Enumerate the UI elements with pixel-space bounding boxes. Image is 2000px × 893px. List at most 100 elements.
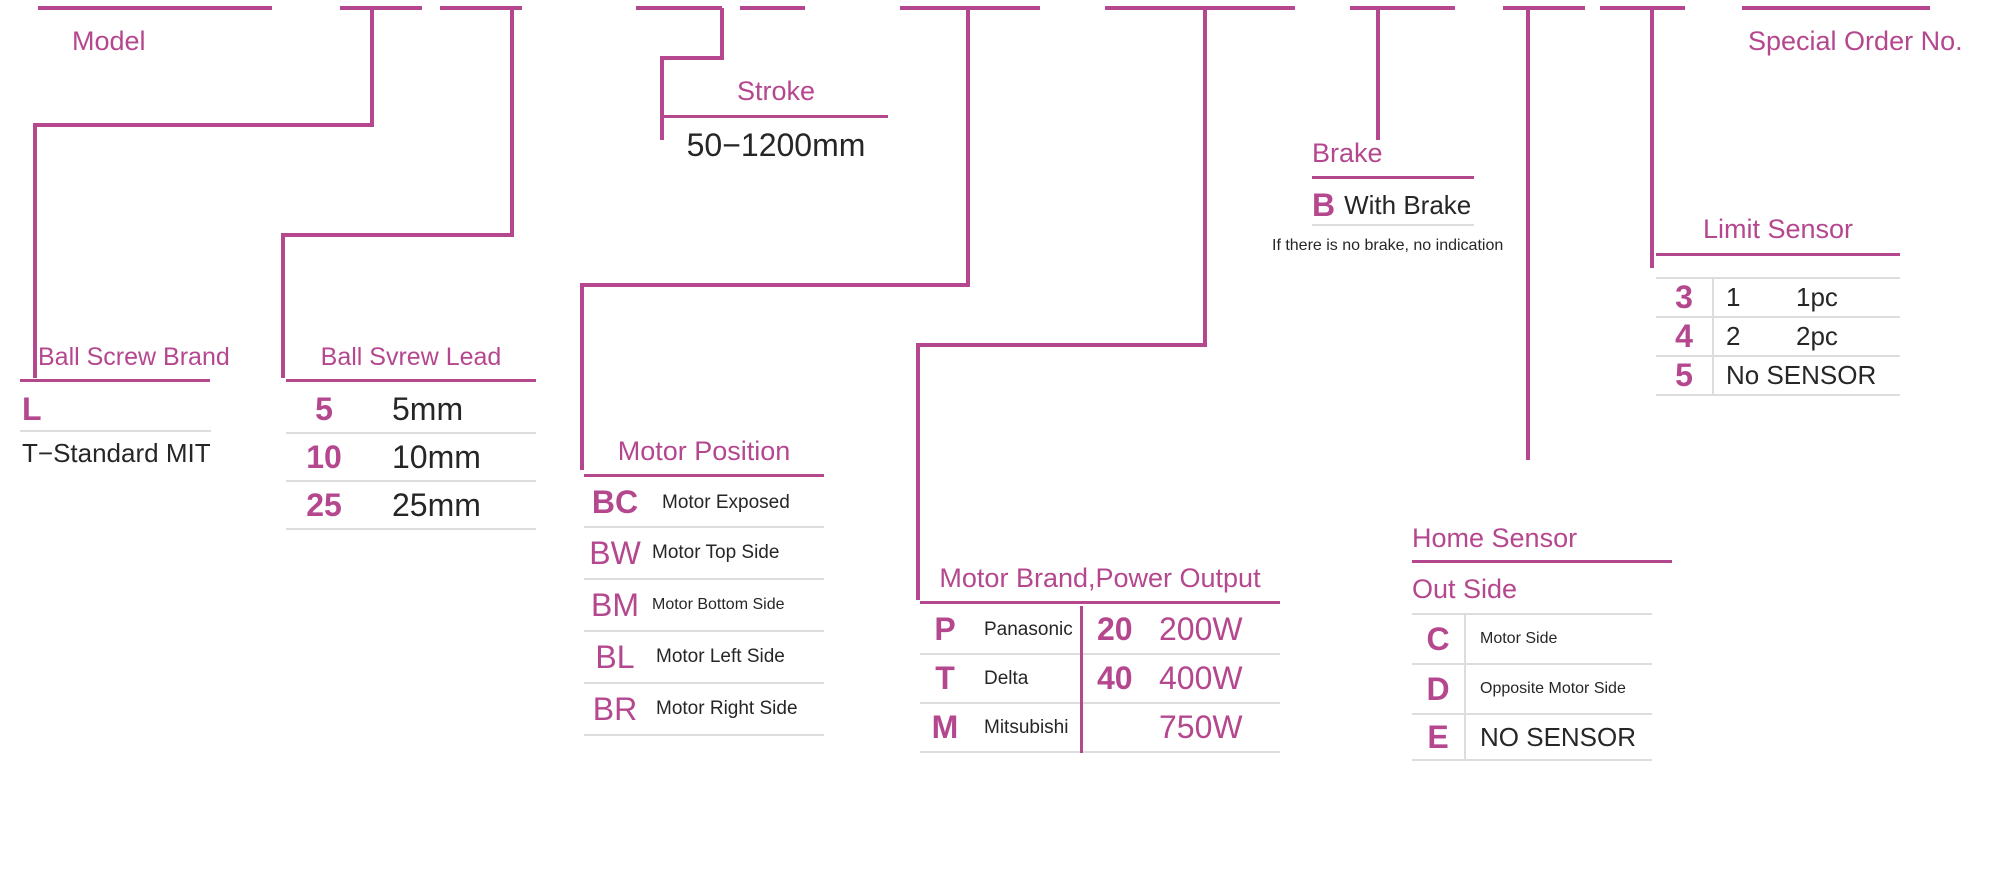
limit-desc-2: No SENSOR [1713,356,1900,396]
mp-code-1: BW [584,527,646,580]
lead-code-0: 5 [286,386,362,434]
stroke-header-rule [664,115,888,118]
limit-desc-0: 1pc [1782,277,1900,318]
section-stroke: Stroke 50−1200mm [664,78,888,164]
brake-title: Brake [1312,138,1383,168]
table-row: L [20,388,211,432]
table-row: BM Motor Bottom Side [584,579,824,632]
table-row: B With Brake [1312,187,1474,226]
mp-desc-4: Motor Right Side [646,683,824,736]
mp-desc-3: Motor Left Side [646,631,824,684]
motor-position-header-rule [584,474,824,477]
limit-qty-0: 1 [1713,277,1782,318]
special-order-title: Special Order No. [1748,26,1963,56]
ball-screw-brand-title: Ball Screw Brand [38,343,230,371]
section-motor-brand-power: Motor Brand,Power Output P Panasonic 20 … [920,565,1280,753]
lead-desc-0: 5mm [362,386,536,434]
table-row: M Mitsubishi 750W [920,703,1280,753]
table-row: T−Standard MIT [20,431,211,474]
limit-code-2: 5 [1656,356,1714,396]
hs-code-1: D [1412,664,1466,715]
mp-desc-2-power: 750W [1151,703,1280,753]
table-row: 10 10mm [286,433,536,482]
hs-code-2: E [1412,714,1466,761]
mp-code-0-power: 20 [1081,606,1151,655]
home-sensor-header-rule [1412,560,1672,563]
hs-desc-1: Opposite Motor Side [1465,664,1652,715]
brake-table: B With Brake [1312,187,1474,226]
motor-brand-power-title: Motor Brand,Power Output [939,563,1261,593]
mp-desc-1-power: 400W [1151,654,1280,704]
table-row: BR Motor Right Side [584,683,824,736]
table-row: BW Motor Top Side [584,527,824,580]
home-sensor-title: Home Sensor [1412,523,1578,553]
ball-screw-brand-header-rule [20,379,210,382]
section-ball-screw-lead: Ball Svrew Lead 5 5mm 10 10mm 25 25mm [286,345,536,530]
mp-code-0: BC [584,479,646,528]
mp-code-3: BL [584,631,646,684]
limit-sensor-title: Limit Sensor [1702,214,1854,244]
section-ball-screw-brand: Ball Screw Brand L T−Standard MIT [20,343,230,474]
section-brake: Brake B With Brake If there is no brake,… [1272,138,1503,255]
ball-screw-lead-header-rule [286,379,536,382]
mp-code-2: BM [584,579,646,632]
section-home-sensor: Home Sensor Out Side C Motor Side D Oppo… [1412,525,1672,761]
mb-code-1: T [920,654,970,704]
table-row: 4 2 2pc [1656,317,1900,357]
mp-desc-0-power: 200W [1151,606,1280,655]
mp-desc-1: Motor Top Side [646,527,824,580]
brand-code: L [20,388,211,432]
brake-note: If there is no brake, no indication [1272,237,1504,254]
model-title: Model [72,26,146,56]
mp-desc-2: Motor Bottom Side [646,579,824,632]
hs-desc-0: Motor Side [1465,613,1652,665]
motor-position-table: BC Motor Exposed BW Motor Top Side BM Mo… [584,479,824,736]
section-limit-sensor: Limit Sensor 3 1 1pc 4 2 2pc 5 No SENSOR [1656,216,1900,396]
limit-desc-1: 2pc [1782,317,1900,357]
lead-code-1: 10 [286,433,362,482]
motor-position-title: Motor Position [617,436,791,466]
table-row: 25 25mm [286,481,536,530]
mb-code-2: M [920,703,970,753]
table-row: 3 1 1pc [1656,277,1900,318]
ball-screw-brand-table: L T−Standard MIT [20,388,211,474]
limit-sensor-header-rule [1656,253,1900,256]
table-row: C Motor Side [1412,613,1652,665]
section-motor-position: Motor Position BC Motor Exposed BW Motor… [584,438,824,736]
ball-screw-lead-title: Ball Svrew Lead [320,343,502,371]
stroke-title: Stroke [736,76,816,106]
table-row: P Panasonic 20 200W [920,606,1280,655]
home-sensor-table: C Motor Side D Opposite Motor Side E NO … [1412,613,1652,761]
mp-code-4: BR [584,683,646,736]
section-special-order: Special Order No. [1748,28,1963,55]
lead-desc-2: 25mm [362,481,536,530]
table-row: T Delta 40 400W [920,654,1280,704]
mb-code-0: P [920,606,970,655]
ball-screw-lead-table: 5 5mm 10 10mm 25 25mm [286,386,536,530]
mp-desc-0: Motor Exposed [646,479,824,528]
stroke-value: 50−1200mm [686,127,866,163]
table-row: 5 5mm [286,386,536,434]
limit-qty-1: 2 [1713,317,1782,357]
mb-desc-0: Panasonic [970,606,1083,655]
lead-code-2: 25 [286,481,362,530]
mb-desc-2: Mitsubishi [970,703,1083,753]
home-sensor-subtitle: Out Side [1412,574,1518,604]
limit-code-1: 4 [1656,317,1714,357]
limit-code-0: 3 [1656,277,1714,318]
table-row: BC Motor Exposed [584,479,824,528]
brake-desc-0: With Brake [1335,187,1474,226]
limit-sensor-table: 3 1 1pc 4 2 2pc 5 No SENSOR [1656,277,1900,396]
brand-desc: T−Standard MIT [22,437,211,468]
brake-header-rule [1312,176,1474,179]
section-model: Model [72,28,146,55]
table-row: 5 No SENSOR [1656,356,1900,396]
brake-code-0: B [1312,187,1336,226]
table-row: D Opposite Motor Side [1412,664,1652,715]
lead-desc-1: 10mm [362,433,536,482]
hs-code-0: C [1412,613,1466,665]
mb-desc-1: Delta [970,654,1083,704]
table-row: BL Motor Left Side [584,631,824,684]
motor-brand-power-header-rule [920,601,1280,604]
